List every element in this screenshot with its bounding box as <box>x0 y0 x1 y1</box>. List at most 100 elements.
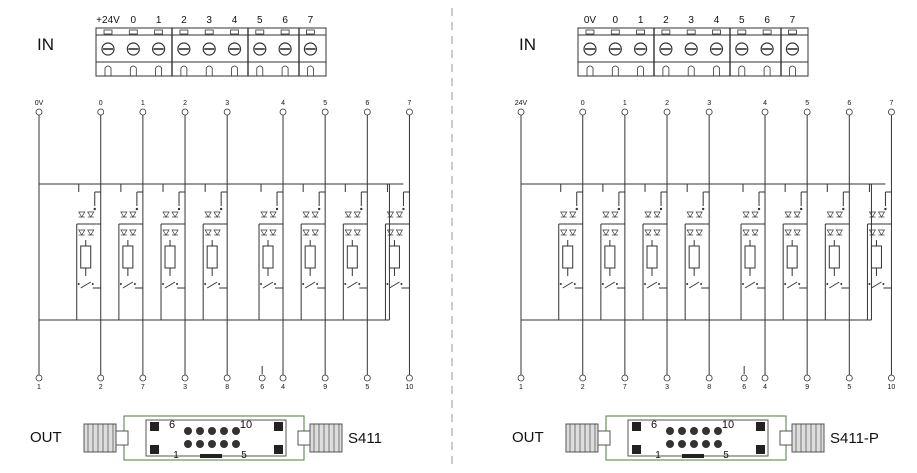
contact-dot-icon <box>176 283 179 285</box>
diode-icon <box>602 211 619 236</box>
terminal-slot <box>103 29 113 35</box>
diode-triangle <box>602 211 610 218</box>
relay-coil-icon <box>262 245 274 269</box>
top-pin-label: 6 <box>847 100 851 107</box>
contact-dot-icon <box>840 283 843 285</box>
out-label: OUT <box>30 429 62 446</box>
terminal-slot <box>661 29 671 35</box>
diode-triangle <box>129 211 137 218</box>
relay-contact-icon <box>122 281 134 289</box>
relay-contact-icon <box>744 281 756 289</box>
terminal-label: 7 <box>308 15 314 26</box>
contact-dot-icon <box>316 283 319 285</box>
bottom-pin-label: 2 <box>581 384 585 391</box>
diode-triangle <box>260 211 268 218</box>
terminal-clamp <box>155 65 162 76</box>
contact-dot-icon <box>868 283 871 285</box>
diode-icon <box>78 211 95 236</box>
connector-pin-icon <box>690 427 698 435</box>
diode-triangle <box>344 229 352 236</box>
led-dot-icon <box>617 207 621 211</box>
key-slot-icon <box>200 454 222 458</box>
diode-triangle <box>611 229 619 236</box>
led-dot-icon <box>317 207 321 211</box>
top-pin-label: 7 <box>889 100 893 107</box>
relay-coil-icon <box>786 245 798 269</box>
diode-triangle <box>353 229 361 236</box>
relay-coil-icon <box>870 245 882 269</box>
led-dot-icon <box>757 207 761 211</box>
contact-dot-icon <box>260 283 263 285</box>
diode-triangle <box>877 211 886 218</box>
pin-icon <box>803 108 811 116</box>
pin-icon <box>621 108 629 116</box>
terminal-clamp <box>738 65 746 76</box>
top-pin-label: 3 <box>707 100 711 107</box>
terminal-clamp <box>637 65 644 76</box>
pin-icon <box>363 108 371 116</box>
contact-dot-icon <box>91 283 94 285</box>
relay-contact-icon <box>646 281 658 289</box>
diode-triangle <box>784 229 792 236</box>
connector-latch-icon <box>83 423 117 453</box>
terminal-clamp <box>281 65 289 76</box>
contact-dot-icon <box>274 283 277 285</box>
diode-icon <box>260 211 277 236</box>
polarity-block-icon <box>150 422 159 431</box>
connector-pin-icon <box>232 427 240 435</box>
pin-icon <box>258 374 266 382</box>
bottom-pin-label: 7 <box>141 384 145 391</box>
relay-contact-icon <box>304 281 316 289</box>
diode-icon <box>826 211 843 236</box>
pin-icon <box>406 108 413 116</box>
diode-triangle <box>751 211 759 218</box>
terminal-slot <box>712 29 721 35</box>
terminal-label: 6 <box>282 15 288 26</box>
diode-triangle <box>120 229 128 236</box>
diode-triangle <box>302 229 310 236</box>
connector-pin-icon <box>196 427 204 435</box>
relay-contact-icon <box>604 281 616 289</box>
contact-dot-icon <box>658 283 661 285</box>
bottom-pin-label: 4 <box>281 384 285 391</box>
diode-triangle <box>742 229 750 236</box>
top-pin-label: 5 <box>323 100 327 107</box>
diode-triangle <box>793 229 801 236</box>
bottom-pin-label: 9 <box>323 384 327 391</box>
contact-dot-icon <box>133 283 136 285</box>
contact-dot-icon <box>700 283 703 285</box>
ribbon-connector <box>83 415 343 461</box>
connector-pin-icon <box>702 440 710 448</box>
diode-triangle <box>78 229 86 236</box>
contact-dot-icon <box>119 283 122 285</box>
relay-contact-icon <box>206 281 218 289</box>
relay-coil-icon <box>828 245 840 269</box>
terminal-clamp <box>662 65 670 76</box>
diode-icon <box>686 211 703 236</box>
contact-dot-icon <box>218 283 221 285</box>
top-pin-label: 0 <box>99 100 103 107</box>
relay-coil-icon <box>604 245 616 269</box>
contact-dot-icon <box>344 283 347 285</box>
diode-icon <box>302 211 319 236</box>
diode-triangle <box>611 211 619 218</box>
terminal-clamp <box>256 65 264 76</box>
polarity-block-icon <box>756 445 765 454</box>
connector-pin-icon <box>690 440 698 448</box>
bottom-pin-label: 1 <box>519 384 523 391</box>
top-pin-label: 1 <box>623 100 627 107</box>
diode-triangle <box>868 229 877 236</box>
terminal-label: 2 <box>663 15 669 26</box>
pin-icon <box>621 374 629 382</box>
top-pin-label: 24V <box>515 100 528 107</box>
connector-pin-icon <box>208 427 216 435</box>
terminal-label: 5 <box>739 15 745 26</box>
connector-pin-icon <box>220 440 228 448</box>
bottom-pin-label: 5 <box>365 384 369 391</box>
diode-triangle <box>269 211 277 218</box>
contact-dot-icon <box>386 283 389 285</box>
relay-contact-icon <box>389 281 400 289</box>
pin-icon <box>223 108 231 116</box>
diode-triangle <box>204 229 212 236</box>
top-pin-label: 4 <box>763 100 767 107</box>
